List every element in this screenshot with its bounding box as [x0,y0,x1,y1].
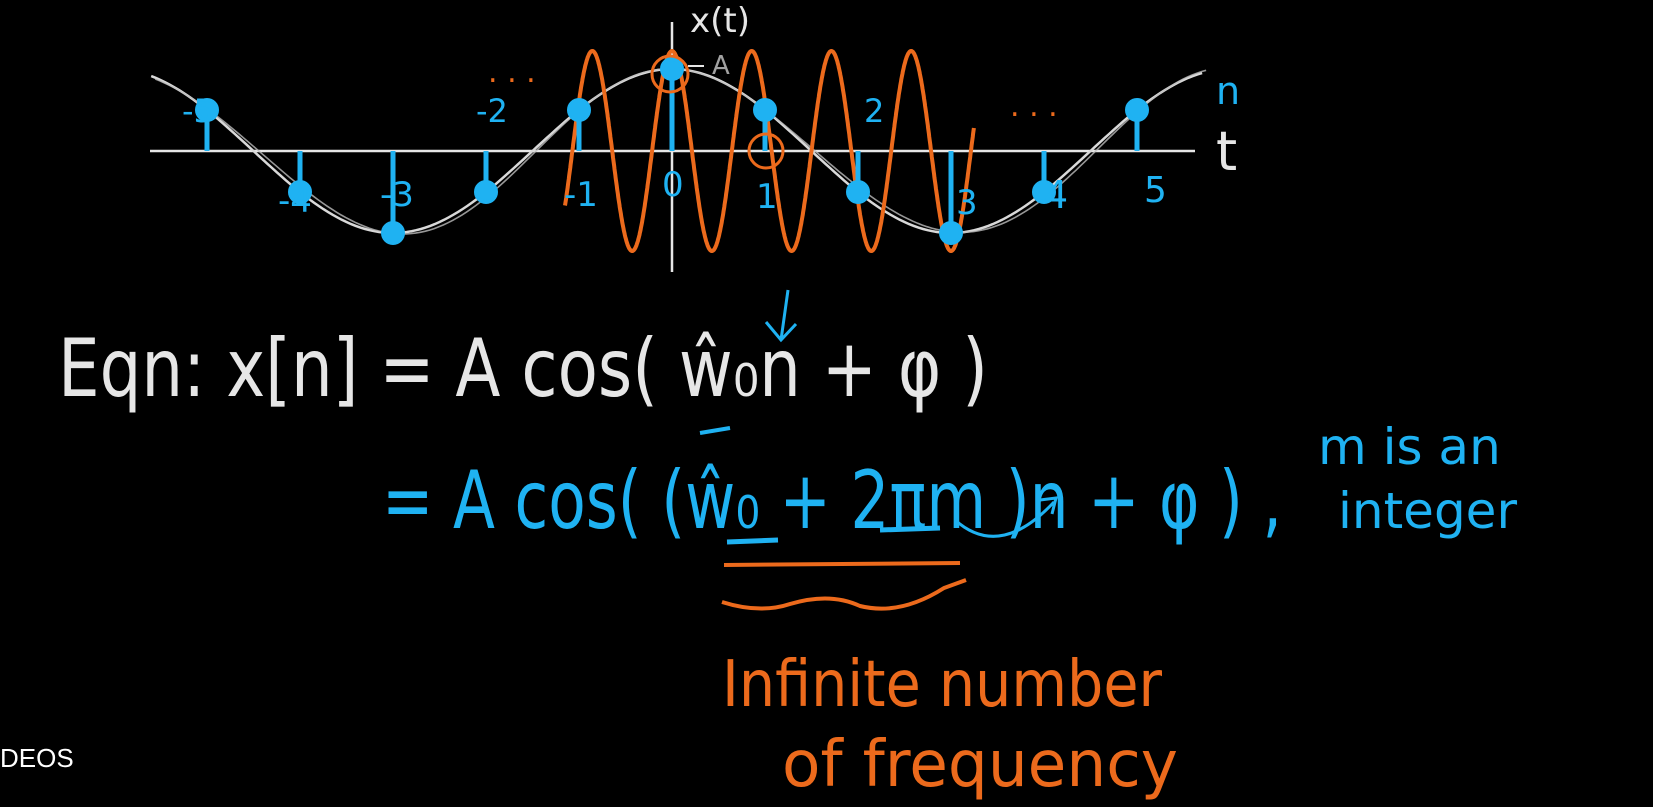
continuation-dots: . . . [488,55,536,90]
equation-line-1: Eqn: x[n] = A cos( ŵ₀n + φ ) [58,322,988,415]
tick-label: 2 [864,92,884,130]
tick-label: 1 [756,177,778,217]
y-axis-label: x(t) [690,1,750,41]
sample-highlight-circle [650,54,690,94]
down-arrow-icon [764,289,798,343]
sample-point [195,98,219,122]
tick-label: 3 [956,183,978,223]
underline-mark [726,537,779,545]
sample-point [753,98,777,122]
sample-point [567,98,591,122]
annotation-line-2: of frequency [782,728,1178,802]
continuation-dots: . . . [1010,89,1058,124]
tick-label: 4 [1044,173,1068,217]
tick-label: -4 [278,181,312,221]
sample-point [846,180,870,204]
sample-point [288,180,312,204]
sample-point [1125,98,1149,122]
sample-point [381,221,405,245]
sample-highlight-circle [747,132,785,170]
condition-line-2: integer [1338,482,1517,540]
tick-label: -1 [564,175,598,215]
overline-mark [699,426,731,435]
tick-label: -5 [182,92,214,130]
sample-point [1032,180,1056,204]
sample-point [660,57,684,81]
sample-point [474,180,498,204]
orange-brace [721,578,967,611]
tick-label: -2 [476,92,508,130]
tick-label: 5 [1144,170,1167,211]
tick-label: -3 [380,175,414,215]
discrete-samples [195,57,1149,245]
tick-label: 0 [662,165,684,205]
orange-underline [723,561,961,567]
corner-caption: DEOS [0,743,74,773]
curved-arrow-icon [954,496,1058,538]
annotation-line-1: Infinite number [722,648,1163,722]
sample-point [939,221,963,245]
amplitude-label: A [712,51,730,81]
t-axis-label: t [1216,120,1237,183]
condition-line-1: m is an [1318,418,1501,476]
underline-mark [879,525,941,533]
n-axis-label: n [1216,69,1240,113]
equation-line-2: = A cos( (ŵ₀ + 2πm )n + φ ) , [382,454,1282,547]
